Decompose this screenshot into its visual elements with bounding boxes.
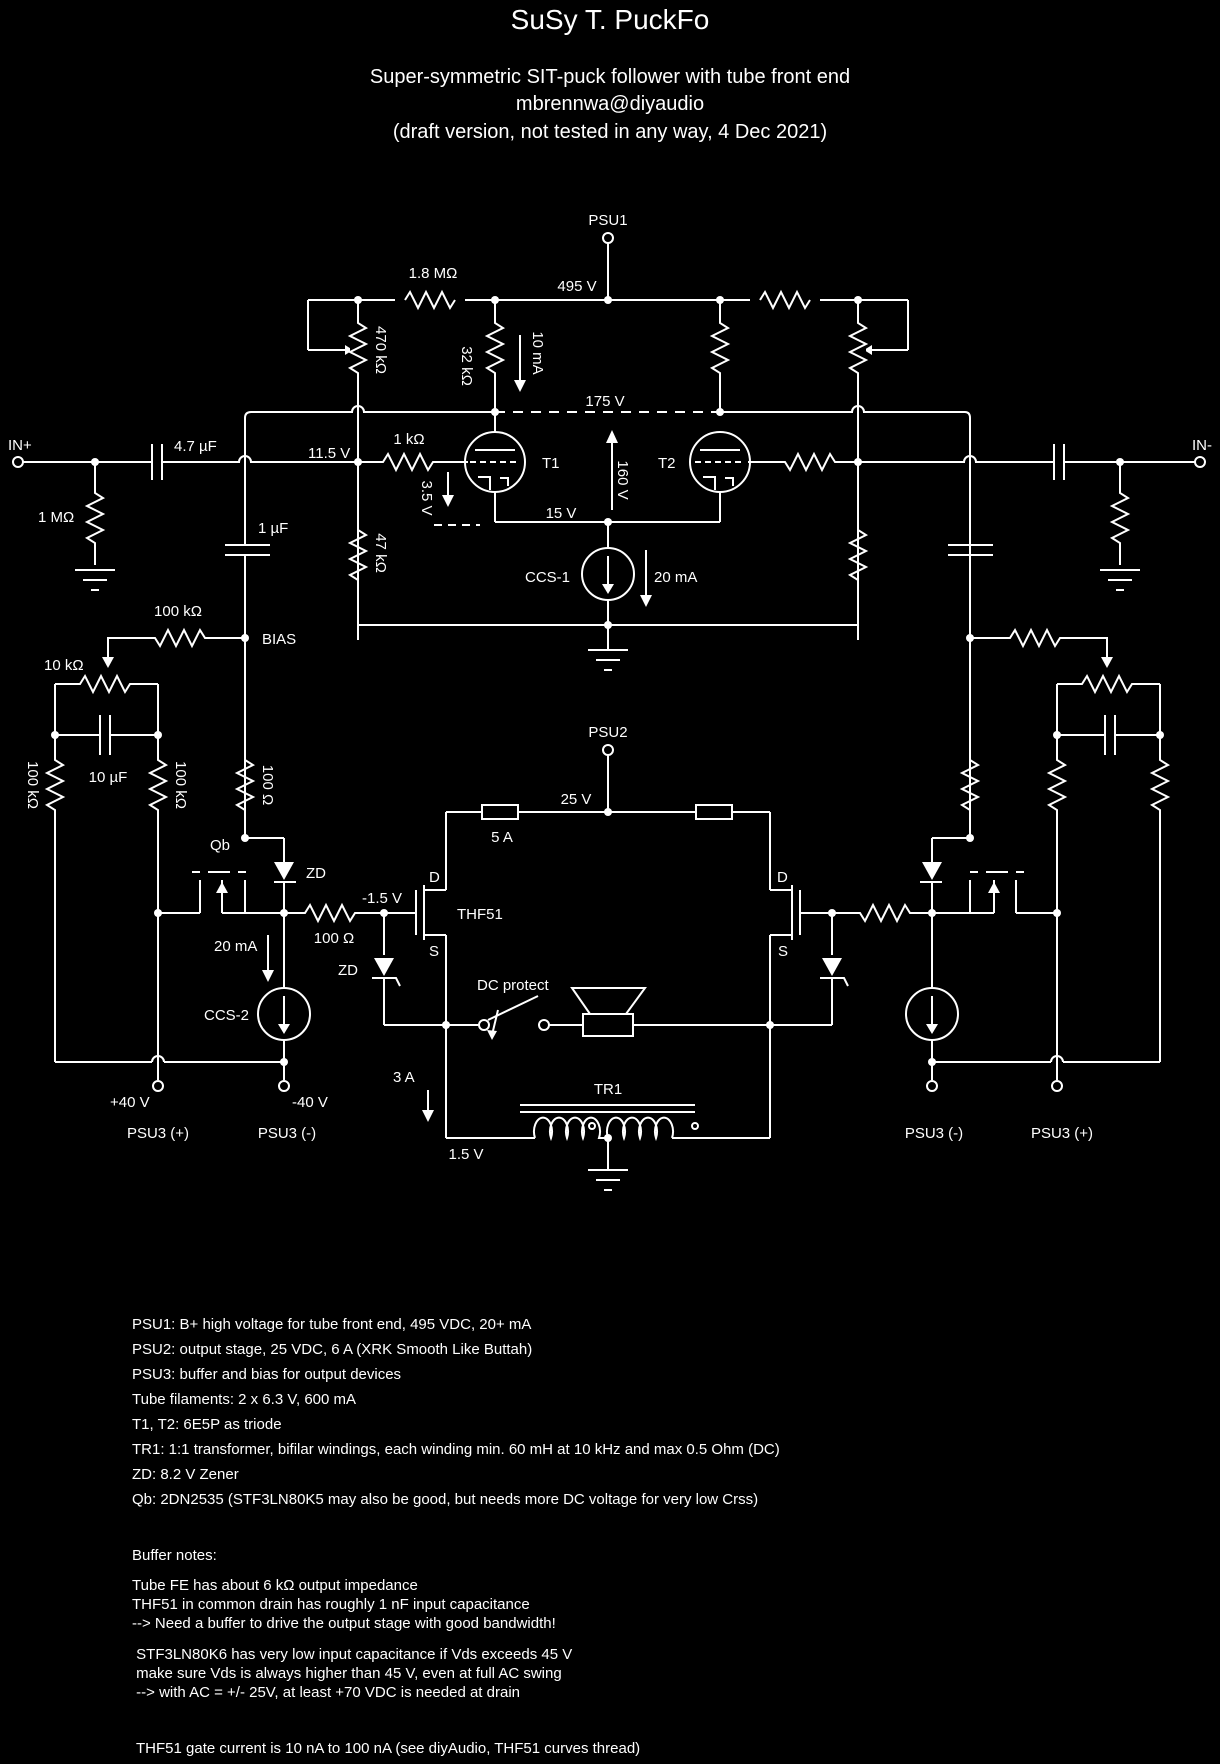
note-item: PSU2: output stage, 25 VDC, 6 A (XRK Smo… (132, 1341, 533, 1358)
resistor-1m (84, 462, 106, 565)
label-40v-m: -40 V (292, 1094, 328, 1111)
label-10u: 10 µF (89, 769, 128, 786)
note-item: T1, T2: 6E5P as triode (132, 1416, 282, 1433)
buffer-line: --> Need a buffer to drive the output st… (132, 1615, 556, 1632)
note-item: PSU3: buffer and bias for output devices (132, 1366, 402, 1383)
notes-list: PSU1: B+ high voltage for tube front end… (132, 1312, 1192, 1512)
label-100k-a: 100 kΩ (24, 761, 41, 809)
label-psu3m-right: PSU3 (-) (905, 1125, 963, 1142)
label-d-left: D (429, 869, 440, 886)
label-40v-p: +40 V (110, 1094, 150, 1111)
resistor-470k-right (847, 300, 869, 410)
label-470k: 470 kΩ (372, 326, 389, 374)
transformer-tr1 (446, 1104, 770, 1191)
resistor-1k (358, 451, 468, 473)
label-4u7: 4.7 µF (174, 438, 217, 455)
label-160v: 160 V (614, 460, 631, 499)
note-item: Tube filaments: 2 x 6.3 V, 600 mA (132, 1391, 357, 1408)
label-vm15: -1.5 V (362, 890, 402, 907)
label-25v: 25 V (561, 791, 592, 808)
fuse-left (481, 804, 519, 820)
label-3a: 3 A (393, 1069, 415, 1086)
label-3v5: 3.5 V (418, 480, 435, 515)
label-1k: 1 kΩ (393, 431, 424, 448)
note-item: PSU1: B+ high voltage for tube front end… (132, 1316, 532, 1333)
resistor-1m8 (404, 289, 456, 311)
label-bias: BIAS (262, 631, 296, 648)
gate-current-note: THF51 gate current is 10 nA to 100 nA (s… (136, 1740, 641, 1757)
note-item: ZD: 8.2 V Zener (132, 1466, 239, 1483)
label-dc-protect: DC protect (477, 977, 550, 994)
label-5a: 5 A (491, 829, 513, 846)
label-ccs1: CCS-1 (525, 569, 570, 586)
author: mbrennwa@diyaudio (515, 93, 705, 115)
label-tr1: TR1 (594, 1081, 622, 1098)
buffer-line: THF51 in common drain has roughly 1 nF i… (132, 1596, 530, 1613)
speaker-cone (570, 987, 647, 1015)
note-item: TR1: 1:1 transformer, bifilar windings, … (132, 1441, 780, 1458)
tube-t1 (464, 412, 526, 522)
label-t2: T2 (658, 455, 676, 472)
label-100k-b: 100 kΩ (172, 761, 189, 809)
label-in-minus: IN- (1192, 437, 1212, 454)
label-psu3p-left: PSU3 (+) (127, 1125, 189, 1142)
label-175v: 175 V (585, 393, 624, 410)
label-32k: 32 kΩ (458, 346, 475, 386)
label-d-right: D (777, 869, 788, 886)
label-zd-b: ZD (338, 962, 358, 979)
label-1m8: 1.8 MΩ (409, 265, 458, 282)
buffer-heading: Buffer notes: (132, 1547, 217, 1564)
note-item: Qb: 2DN2535 (STF3LN80K5 may also be good… (132, 1491, 759, 1508)
label-1m: 1 MΩ (38, 509, 74, 526)
label-495v: 495 V (557, 278, 596, 295)
label-10ma: 10 mA (529, 331, 546, 374)
draft-note: (draft version, not tested in any way, 4… (392, 121, 828, 143)
buffer-line: make sure Vds is always higher than 45 V… (132, 1665, 562, 1682)
label-20ma-2: 20 mA (214, 938, 257, 955)
label-1u: 1 µF (258, 520, 288, 537)
label-100ohm-a: 100 Ω (259, 765, 276, 805)
label-s-left: S (429, 943, 439, 960)
speaker-icon (582, 1013, 634, 1037)
pot-wiper-left (345, 345, 353, 355)
label-in-plus: IN+ (8, 437, 32, 454)
resistor-32k-right (709, 300, 731, 412)
label-15v: 15 V (546, 505, 577, 522)
buffer-line: STF3LN80K6 has very low input capacitanc… (132, 1646, 573, 1663)
buffer-line: Tube FE has about 6 kΩ output impedance (132, 1577, 418, 1594)
buffer-notes: Buffer notes: Tube FE has about 6 kΩ out… (132, 1546, 572, 1702)
subtitle: Super-symmetric SIT-puck follower with t… (369, 66, 851, 88)
label-t1: T1 (542, 455, 560, 472)
label-qb: Qb (210, 837, 230, 854)
label-psu3p-right: PSU3 (+) (1031, 1125, 1093, 1142)
tube-t2 (689, 431, 751, 522)
fuse-right (695, 804, 733, 820)
label-1v5: 1.5 V (448, 1146, 483, 1163)
page-title: SuSy T. PuckFo (510, 4, 710, 35)
resistor-1m8-right (759, 289, 811, 311)
label-100k-bias: 100 kΩ (154, 603, 202, 620)
label-10k: 10 kΩ (44, 657, 84, 674)
label-psu1: PSU1 (588, 212, 627, 229)
label-20ma-1: 20 mA (654, 569, 697, 586)
label-thf51: THF51 (457, 906, 503, 923)
label-psu3m-left: PSU3 (-) (258, 1125, 316, 1142)
label-ccs2: CCS-2 (204, 1007, 249, 1024)
resistor-32k (484, 300, 506, 412)
buffer-line: --> with AC = +/- 25V, at least +70 VDC … (132, 1684, 521, 1701)
label-47k: 47 kΩ (372, 533, 389, 573)
label-psu2: PSU2 (588, 724, 627, 741)
label-11v5: 11.5 V (308, 445, 350, 462)
label-100ohm-b: 100 Ω (314, 930, 354, 947)
label-zd-a: ZD (306, 865, 326, 882)
label-s-right: S (778, 943, 788, 960)
resistor-470k (347, 300, 369, 640)
